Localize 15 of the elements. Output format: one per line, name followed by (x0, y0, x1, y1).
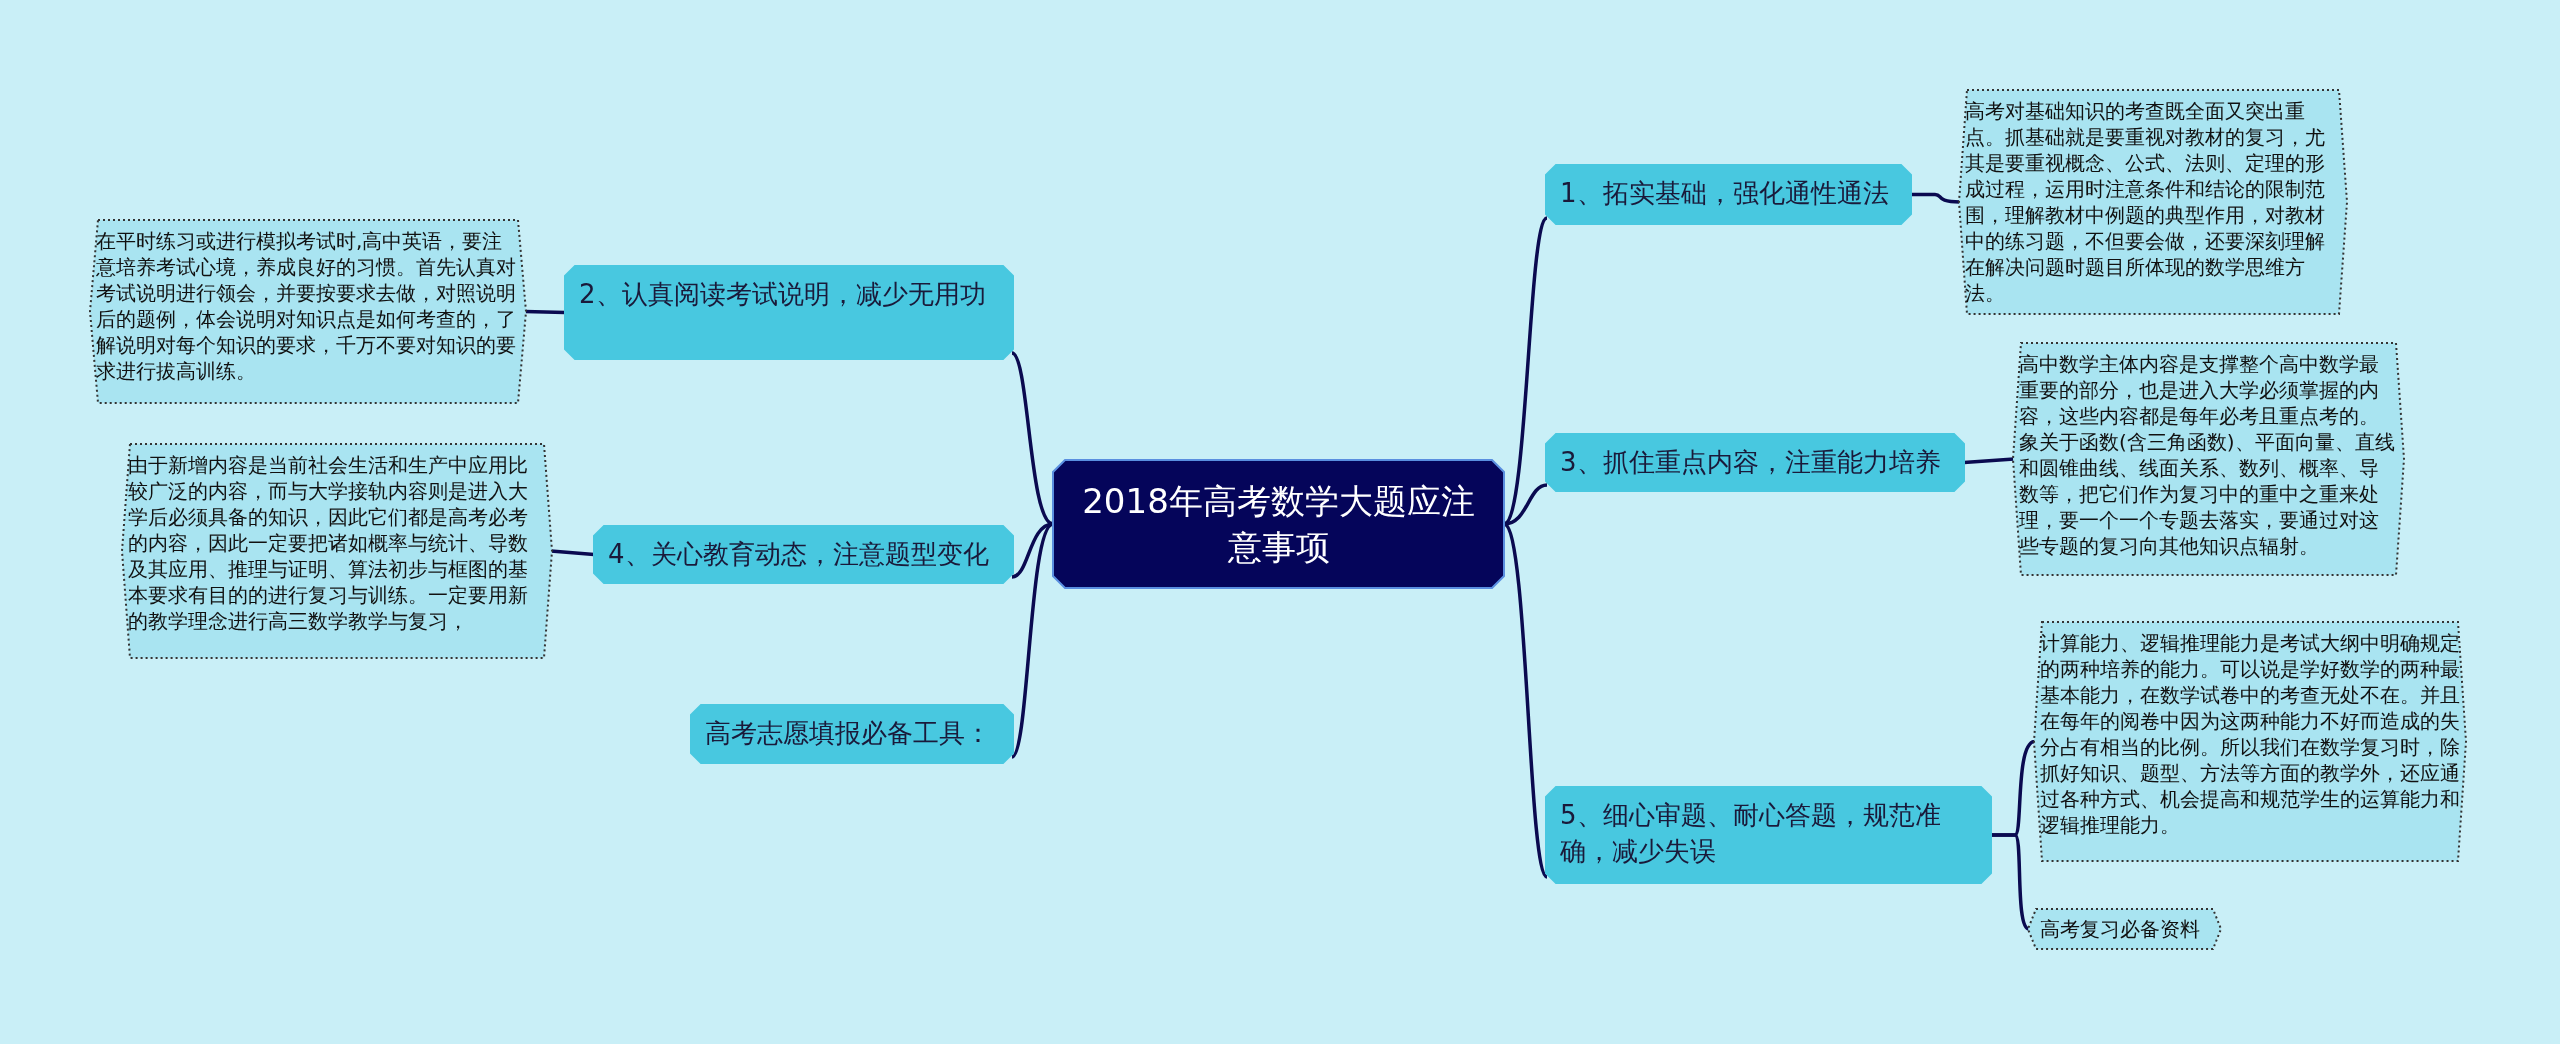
topic-box: 3、抓住重点内容，注重能力培养 (1546, 434, 1964, 491)
topic-box: 1、拓实基础，强化通性通法 (1546, 165, 1911, 224)
note-box: 由于新增内容是当前社会生活和生产中应用比较广泛的内容，而与大学接轨内容则是进入大学后必须具备的知识，因此它们都是高考必考的内容，因此一定要把诸如概率与统计、导数及其应用、推理与证明、算法初步与框图的基本要求有目的的进行复习与训练。一定要用新的教学理念进行高三数学教学与复习， (122, 444, 552, 658)
note-box: 高考复习必备资料 (2028, 909, 2221, 949)
note-box: 高考对基础知识的考查既全面又突出重点。抓基础就是要重视对教材的复习，尤其是要重视概念、公式、法则、定理的形成过程，运用时注意条件和结论的限制范围，理解教材中例题的典型作用，对教材中的练习题，不但要会做，还要深刻理解在解决问题时题目所体现的数学思维方法。 (1959, 90, 2347, 314)
topic-box: 2、认真阅读考试说明，减少无用功 (565, 266, 1013, 359)
connector-line (1010, 351, 1054, 526)
root-topic-box: 2018年高考数学大题应注意事项 (1053, 460, 1504, 588)
topic-box: 高考志愿填报必备工具： (691, 705, 1013, 763)
topic-box: 4、关心教育动态，注意题型变化 (594, 526, 1013, 583)
topic-box: 5、细心审题、耐心答题，规范准确，减少失误 (1546, 787, 1991, 883)
connector-line (1991, 833, 2030, 931)
note-box: 在平时练习或进行模拟考试时,高中英语，要注意培养考试心境，养成良好的习惯。首先认真对考试说明进行领会，并要按要求去做，对照说明后的题例，体会说明对知识点是如何考查的，了解说明对每个知识的要求，千万不要对知识的要求进行拔高训练。 (90, 220, 526, 403)
note-box: 高中数学主体内容是支撑整个高中数学最重要的部分，也是进入大学必须掌握的内容，这些内容都是每年必考且重点考的。象关于函数(含三角函数)、平面向量、直线和圆锥曲线、线面关系、数列、概率、导数等，把它们作为复习中的重中之重来处理，要一个一个专题去落实，要通过对这些专题的复习向其他知识点辐射。 (2013, 343, 2404, 575)
note-box: 计算能力、逻辑推理能力是考试大纲中明确规定的两种培养的能力。可以说是学好数学的两种最基本能力，在数学试卷中的考查无处不在。并且在每年的阅卷中因为这两种能力不好而造成的失分占有相当的比例。所以我们在数学复习时，除抓好知识、题型、方法等方面的教学外，还应通过各种方式、机会提高和规范学生的运算能力和逻辑推理能力。 (2034, 622, 2466, 861)
